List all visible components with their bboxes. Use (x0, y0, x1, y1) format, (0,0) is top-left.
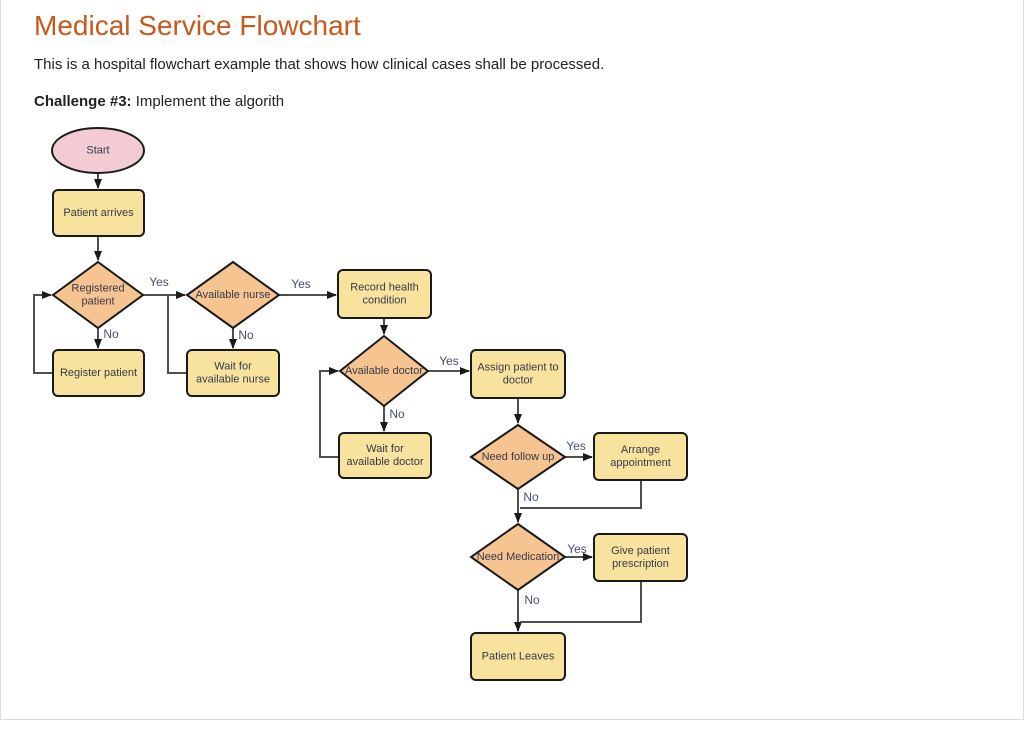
node-label: Registered (71, 283, 124, 295)
node-label: patient (81, 296, 114, 308)
edge-label: No (238, 328, 254, 342)
diamond-shape (469, 522, 567, 592)
flow-node-available-doctor: Available doctor (338, 334, 430, 408)
flow-edge-register-patient-to-registered-patient (33, 291, 53, 374)
challenge-text: Implement the algorith (131, 93, 285, 110)
flow-node-patient-arrives: Patient arrives (52, 189, 145, 237)
diamond-shape (185, 260, 281, 330)
connector-line (319, 367, 339, 458)
rect-shape (337, 269, 432, 319)
node-label: Assign patient to (477, 362, 558, 374)
intro-text: This is a hospital flowchart example tha… (34, 56, 605, 73)
node-label: Register patient (60, 367, 137, 379)
flow-edge-need-follow-up-to-need-medication: No (514, 489, 539, 523)
flow-edge-available-doctor-to-wait-available-doctor: No (380, 406, 405, 432)
flow-edge-need-medication-to-give-patient-prescription: Yes (565, 542, 593, 561)
node-label: appointment (610, 457, 671, 469)
rect-shape (52, 349, 145, 397)
flow-edge-available-nurse-to-record-health-condition: Yes (279, 277, 337, 299)
rect-shape (470, 632, 566, 681)
rect-shape (186, 349, 280, 397)
node-label: Need Medication (477, 551, 560, 563)
challenge-line: Challenge #3: Implement the algorith (34, 93, 284, 110)
edge-label: No (523, 490, 539, 504)
flow-edge-available-doctor-to-assign-patient-doctor: Yes (428, 354, 470, 375)
node-label: Wait for (366, 443, 404, 455)
edge-label: Yes (291, 277, 311, 291)
node-label: Wait for (214, 361, 252, 373)
flow-edge-registered-patient-to-register-patient: No (94, 327, 119, 349)
node-label: doctor (503, 375, 534, 387)
flow-node-register-patient: Register patient (52, 349, 145, 397)
connector-line (167, 296, 187, 374)
flow-node-need-follow-up: Need follow up (469, 423, 567, 491)
node-label: Give patient (611, 545, 670, 557)
connector-line (520, 480, 642, 509)
node-label: prescription (612, 558, 669, 570)
flow-node-available-nurse: Available nurse (185, 260, 281, 330)
rect-shape (593, 533, 688, 582)
flow-edge-registered-patient-to-available-nurse: Yes (143, 275, 186, 299)
rect-shape (338, 432, 432, 479)
flow-edge-need-follow-up-to-arrange-appointment: Yes (565, 439, 593, 461)
edge-label: No (524, 593, 540, 607)
flow-edge-wait-available-nurse-to-available-nurse (167, 296, 187, 374)
node-label: available doctor (346, 456, 423, 468)
node-label: condition (362, 295, 406, 307)
flow-node-start: Start (51, 127, 145, 174)
diamond-shape (469, 423, 567, 491)
flow-edge-wait-available-doctor-to-available-doctor (319, 367, 339, 458)
node-label: Patient Leaves (482, 651, 555, 663)
node-label: Available nurse (195, 289, 270, 301)
edge-label: Yes (439, 354, 459, 368)
connector-line (520, 581, 642, 623)
node-label: available nurse (196, 374, 270, 386)
edge-label: No (103, 327, 119, 341)
node-label: Need follow up (482, 451, 555, 463)
node-label: Record health (350, 282, 419, 294)
flow-edge-arrange-appointment-to-need-medication (520, 480, 642, 509)
node-label: Patient arrives (63, 207, 134, 219)
diamond-shape (51, 260, 145, 330)
node-label: Available doctor (345, 365, 423, 377)
flow-node-need-medication: Need Medication (469, 522, 567, 592)
edge-label: No (389, 407, 405, 421)
rect-shape (52, 189, 145, 237)
edge-label: Yes (149, 275, 169, 289)
challenge-label: Challenge #3: (34, 93, 132, 110)
flow-edge-available-nurse-to-wait-available-nurse: No (229, 328, 254, 349)
node-label: Start (86, 145, 109, 157)
rect-shape (470, 349, 566, 399)
node-label: Arrange (621, 444, 660, 456)
page-title: Medical Service Flowchart (34, 10, 361, 41)
edge-label: Yes (567, 542, 587, 556)
connector-line (33, 291, 53, 374)
diamond-shape (338, 334, 430, 408)
flow-edge-need-medication-to-patient-leaves: No (514, 590, 540, 632)
edge-label: Yes (566, 439, 586, 453)
ellipse-shape (51, 127, 145, 174)
rect-shape (593, 432, 688, 481)
flow-edge-give-patient-prescription-to-patient-leaves (520, 581, 642, 623)
flow-node-patient-leaves: Patient Leaves (470, 632, 566, 681)
